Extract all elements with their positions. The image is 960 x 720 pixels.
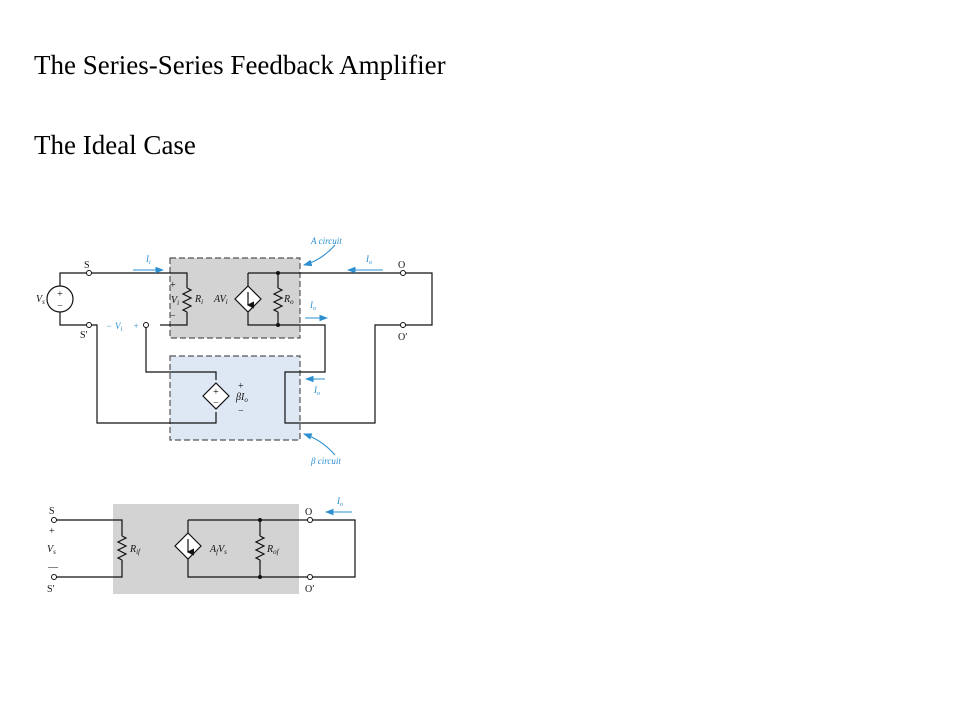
beta-out-plus: + [238,381,244,392]
voltage-source-vs [46,285,74,313]
rif-label: Rif [129,544,141,556]
beta-out-minus: − [238,406,244,417]
avi-label: AVi [213,294,228,306]
slide-subtitle: The Ideal Case [34,130,196,160]
io-current-label-a: Io [309,300,316,312]
vs-minus: − [57,301,63,312]
beta-io-dependent-source [202,382,230,410]
beta-source-minus: − [213,398,219,409]
bottom-wires [54,519,356,578]
bottom-node-s-prime-label: S′ [47,584,55,595]
vs-label: Vs [36,294,45,306]
top-terminals [86,270,406,328]
ii-current-label: Ii [145,254,151,266]
vs-plus: + [57,289,63,300]
bottom-vs-minus: — [47,562,59,573]
beta-source-plus: + [213,387,219,398]
a-circuit-box [169,257,301,339]
afvs-label: AfVs [209,544,227,556]
node-o-prime-label: O′ [398,332,407,343]
vi-polarity-minus: − [106,321,112,331]
bottom-terminals [51,517,313,580]
bottom-node-s-label: S [49,506,55,517]
bottom-vs-label: Vs [47,544,56,556]
bottom-io-current-label: Io [336,496,343,508]
ri-minus: − [170,311,176,322]
top-junction-dots [276,271,280,327]
rof-label: Rof [266,544,280,556]
beta-io-label: βIo [235,392,248,404]
vi-inside-label: Vi [171,295,179,307]
node-o-label: O [398,260,405,271]
rif-resistor [116,535,128,561]
bottom-node-o-label: O [305,507,312,518]
bottom-junction-dots [258,518,262,579]
ri-resistor [181,287,193,313]
a-circuit-label: A circuit [310,236,342,246]
equivalent-box [113,504,299,594]
ro-label: Ro [283,294,294,306]
series-series-feedback-diagram: + − + − S S′ O O′ Vs − Vi + [36,236,433,466]
bottom-vs-plus: + [49,526,55,537]
vi-polarity-label: Vi [115,321,123,333]
vi-polarity-plus: + [133,321,139,331]
io-current-label-output: Io [365,254,372,266]
node-s-prime-label: S′ [80,330,88,341]
bottom-node-o-prime-label: O′ [305,584,314,595]
beta-circuit-box [169,355,301,441]
beta-circuit-label: β circuit [310,456,341,466]
ro-resistor [272,287,284,313]
io-current-label-beta: Io [313,385,320,397]
rof-resistor [254,535,266,561]
node-s-label: S [84,260,90,271]
slide-title: The Series-Series Feedback Amplifier [34,50,446,80]
top-wires [59,272,433,424]
ri-label: Ri [194,294,203,306]
equivalent-circuit-diagram: S + Vs — S′ Rif AfVs Rof O O′ Io [47,496,356,595]
ri-plus: + [170,280,176,291]
